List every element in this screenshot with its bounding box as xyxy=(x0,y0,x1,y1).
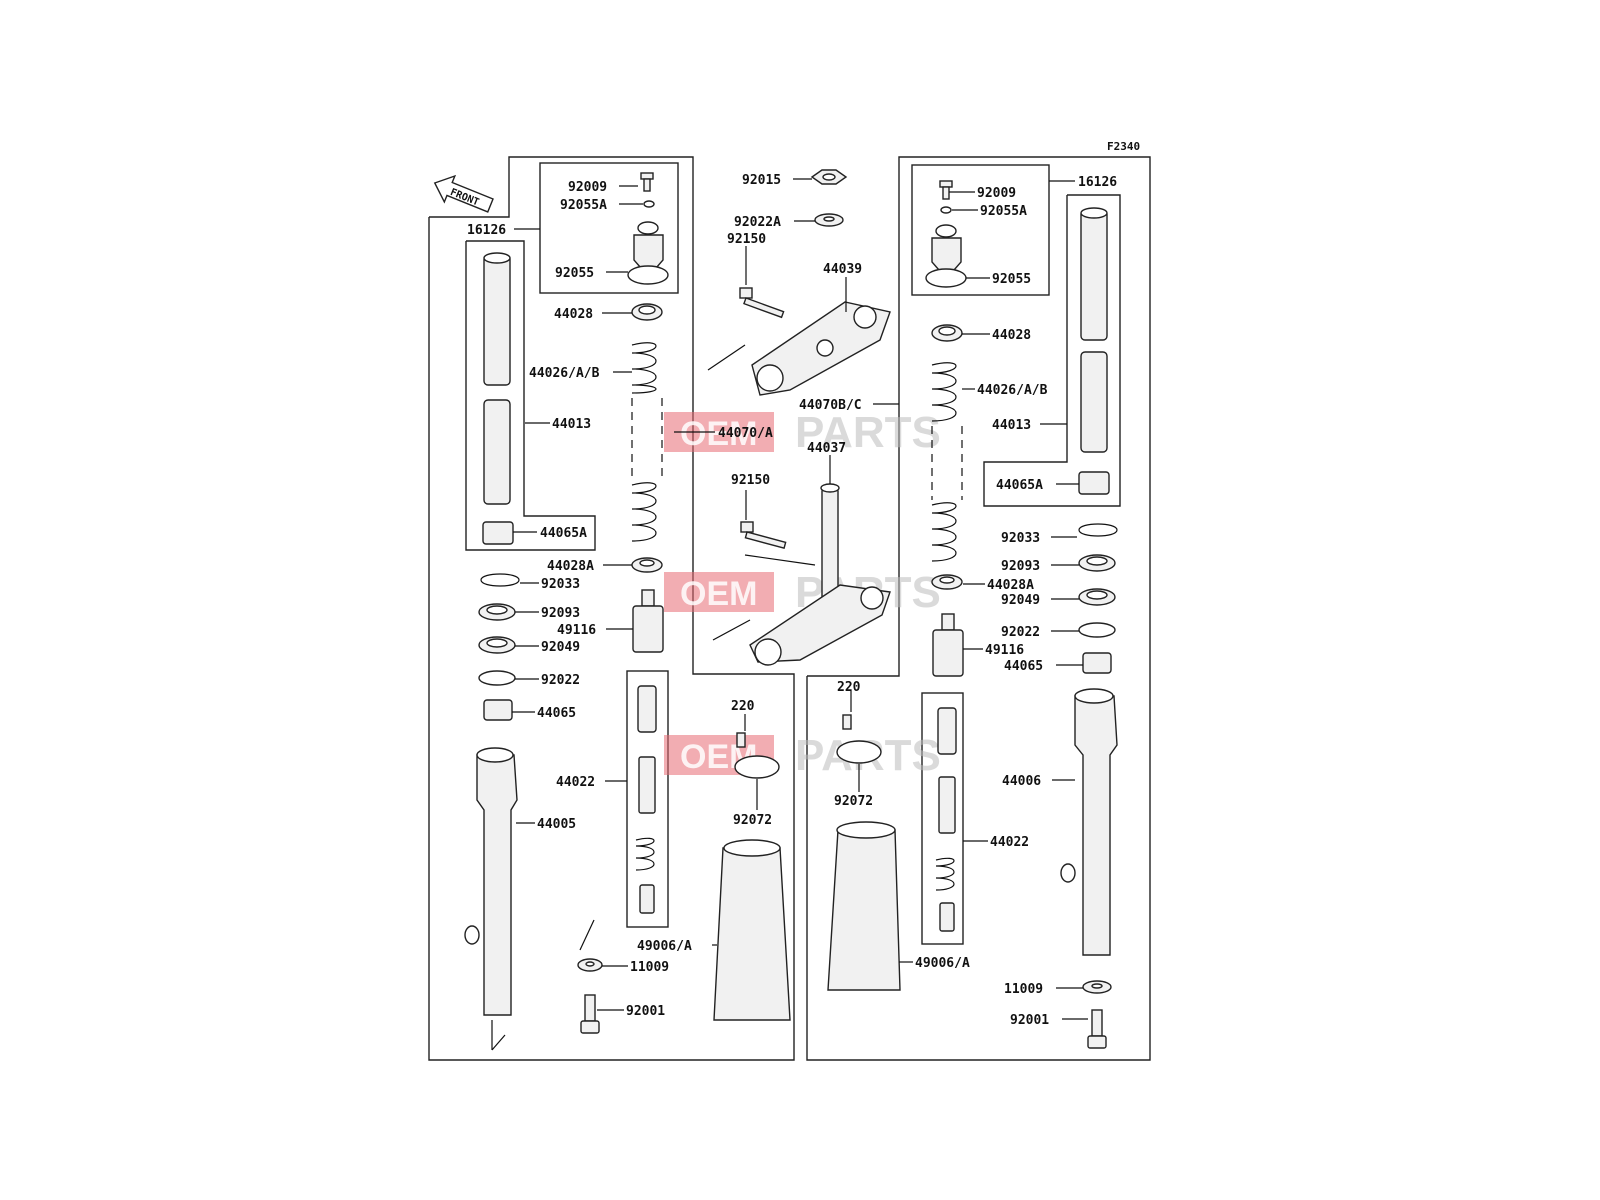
callout-r92049: 92049 xyxy=(1001,593,1040,608)
callout-92055: 92055 xyxy=(555,266,594,281)
callout-r44022: 44022 xyxy=(990,835,1029,850)
callout-44070: 44070/A xyxy=(718,426,773,441)
right-tube-box xyxy=(983,194,1121,507)
left-tube-box xyxy=(465,240,596,551)
callout-92009: 92009 xyxy=(568,180,607,195)
right-cap-box xyxy=(911,164,1050,296)
callout-r44013: 44013 xyxy=(992,418,1031,433)
callout-92001: 92001 xyxy=(626,1004,665,1019)
callout-r44028a: 44028A xyxy=(987,578,1034,593)
callout-r44006: 44006 xyxy=(1002,774,1041,789)
callout-92022: 92022 xyxy=(541,673,580,688)
callout-44039: 44039 xyxy=(823,262,862,277)
callout-44028: 44028 xyxy=(554,307,593,322)
callout-44065a: 44065A xyxy=(540,526,587,541)
callout-49006: 49006/A xyxy=(637,939,692,954)
left-fork-frame xyxy=(428,156,795,1061)
callout-92093: 92093 xyxy=(541,606,580,621)
svg-text:OEM: OEM xyxy=(680,415,757,453)
callout-r44065: 44065 xyxy=(1004,659,1043,674)
callout-r16126: 16126 xyxy=(1078,175,1117,190)
right-fork-frame xyxy=(806,156,1151,1061)
callout-r92001: 92001 xyxy=(1010,1013,1049,1028)
right-rod-box xyxy=(921,692,964,945)
callout-44013: 44013 xyxy=(552,417,591,432)
callout-r44026: 44026/A/B xyxy=(977,383,1048,398)
front-arrow-icon: FRONT xyxy=(433,174,494,213)
callout-r92033: 92033 xyxy=(1001,531,1040,546)
callout-92072-right: 92072 xyxy=(834,794,873,809)
callout-r11009: 11009 xyxy=(1004,982,1043,997)
callout-92150-lower: 92150 xyxy=(731,473,770,488)
callout-44037: 44037 xyxy=(807,441,846,456)
callout-r92022: 92022 xyxy=(1001,625,1040,640)
callout-44022: 44022 xyxy=(556,775,595,790)
callout-44005: 44005 xyxy=(537,817,576,832)
callout-labels: 92009 92055A 16126 92055 44028 44026/A/B… xyxy=(467,173,1117,1028)
callout-92015: 92015 xyxy=(742,173,781,188)
callout-r92093: 92093 xyxy=(1001,559,1040,574)
callout-r44028: 44028 xyxy=(992,328,1031,343)
figure-code: F2340 xyxy=(1107,140,1140,153)
callout-r92009: 92009 xyxy=(977,186,1016,201)
callout-92072-left: 92072 xyxy=(733,813,772,828)
callout-92049: 92049 xyxy=(541,640,580,655)
left-fork-parts xyxy=(464,172,791,1051)
left-cap-box xyxy=(539,162,679,294)
svg-text:PARTS: PARTS xyxy=(795,408,941,457)
callout-92033: 92033 xyxy=(541,577,580,592)
left-rod-box xyxy=(626,670,669,928)
callout-44028a: 44028A xyxy=(547,559,594,574)
center-parts xyxy=(707,169,891,666)
callout-r49006: 49006/A xyxy=(915,956,970,971)
callout-r49116: 49116 xyxy=(985,643,1024,658)
callout-49116: 49116 xyxy=(557,623,596,638)
callout-16126: 16126 xyxy=(467,223,506,238)
callout-220-right: 220 xyxy=(837,680,861,695)
svg-text:OEM: OEM xyxy=(680,575,757,613)
leader-lines xyxy=(512,178,1088,1020)
callout-r92055a: 92055A xyxy=(980,204,1027,219)
right-fork-parts xyxy=(827,180,1118,1049)
callout-92150-upper: 92150 xyxy=(727,232,766,247)
callout-44065: 44065 xyxy=(537,706,576,721)
callout-220-left: 220 xyxy=(731,699,755,714)
callout-92022a: 92022A xyxy=(734,215,781,230)
callout-44026: 44026/A/B xyxy=(529,366,600,381)
callout-r44065a: 44065A xyxy=(996,478,1043,493)
callout-r92055: 92055 xyxy=(992,272,1031,287)
callout-11009: 11009 xyxy=(630,960,669,975)
callout-92055a: 92055A xyxy=(560,198,607,213)
callout-44070bc: 44070B/C xyxy=(799,398,862,413)
